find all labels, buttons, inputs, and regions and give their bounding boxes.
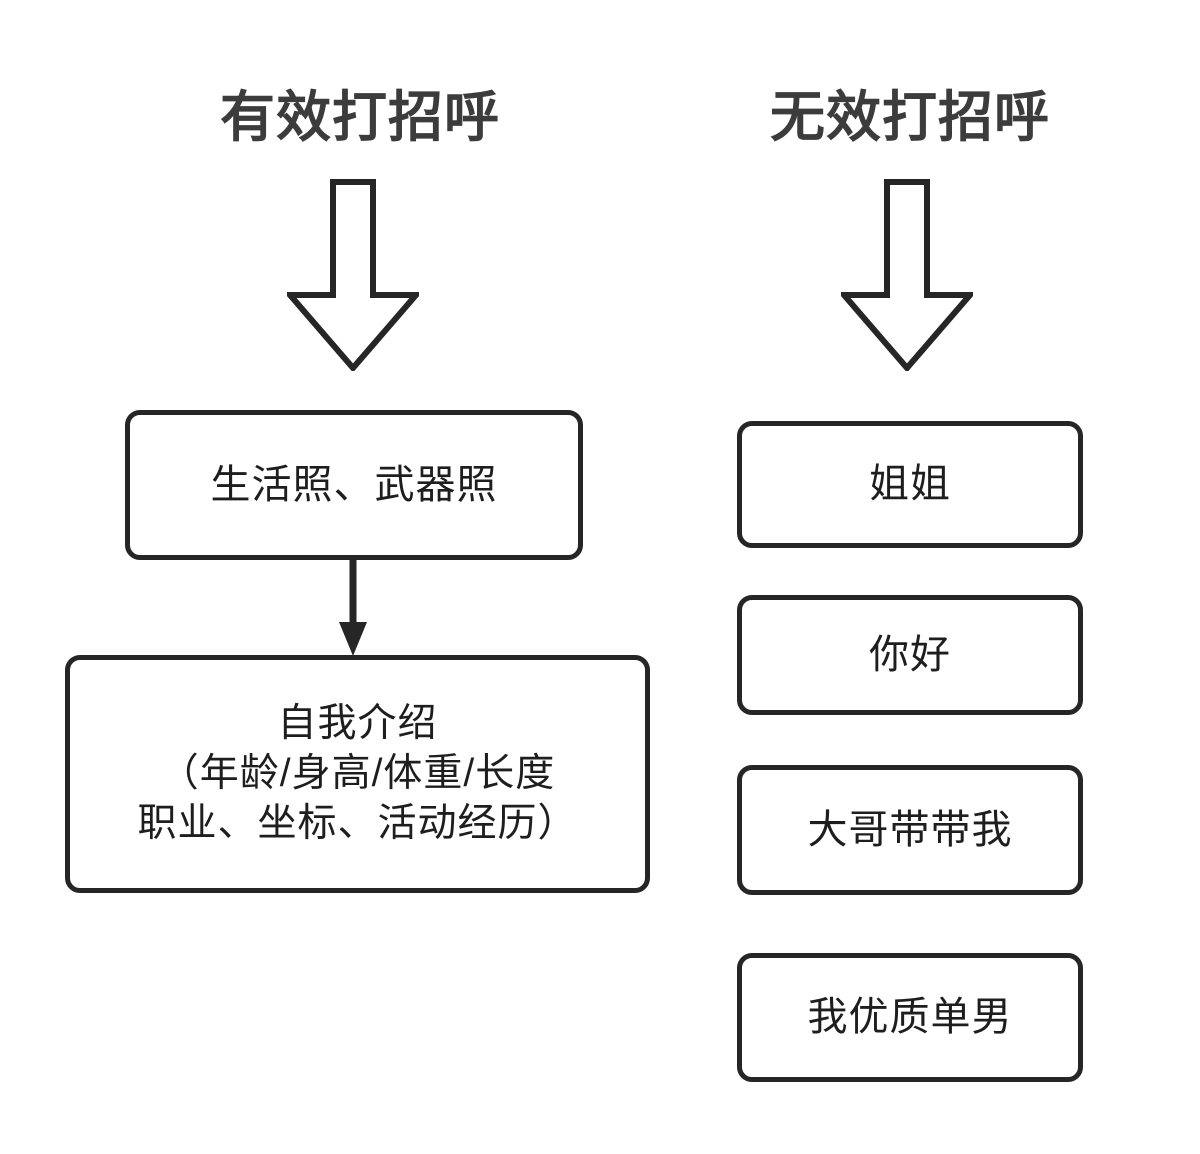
node-big-brother-take-me-label: 大哥带带我 bbox=[807, 807, 1013, 852]
hollow-down-arrow-icon-right bbox=[841, 179, 973, 371]
node-self-introduction-line-1: 自我介绍 bbox=[277, 702, 438, 746]
connector-arrow-photos-to-intro bbox=[337, 556, 369, 658]
hollow-down-arrow-icon-left bbox=[287, 179, 419, 371]
node-hello[interactable]: 你好 bbox=[737, 595, 1083, 715]
node-hello-label: 你好 bbox=[869, 632, 951, 677]
node-photos-label: 生活照、武器照 bbox=[210, 462, 498, 507]
node-quality-single-man[interactable]: 我优质单男 bbox=[737, 953, 1083, 1082]
node-sister-label: 姐姐 bbox=[869, 462, 951, 507]
node-photos[interactable]: 生活照、武器照 bbox=[125, 410, 583, 560]
node-quality-single-man-label: 我优质单男 bbox=[807, 995, 1013, 1040]
column-title-ineffective: 无效打招呼 bbox=[769, 86, 1050, 148]
node-self-introduction-line-2: （年龄/身高/体重/长度 bbox=[159, 752, 556, 796]
node-self-introduction-line-3: 职业、坐标、活动经历） bbox=[137, 801, 578, 845]
node-sister[interactable]: 姐姐 bbox=[737, 421, 1083, 548]
column-title-effective: 有效打招呼 bbox=[219, 86, 500, 148]
node-big-brother-take-me[interactable]: 大哥带带我 bbox=[737, 765, 1083, 895]
node-self-introduction[interactable]: 自我介绍 （年龄/身高/体重/长度 职业、坐标、活动经历） bbox=[65, 655, 650, 893]
